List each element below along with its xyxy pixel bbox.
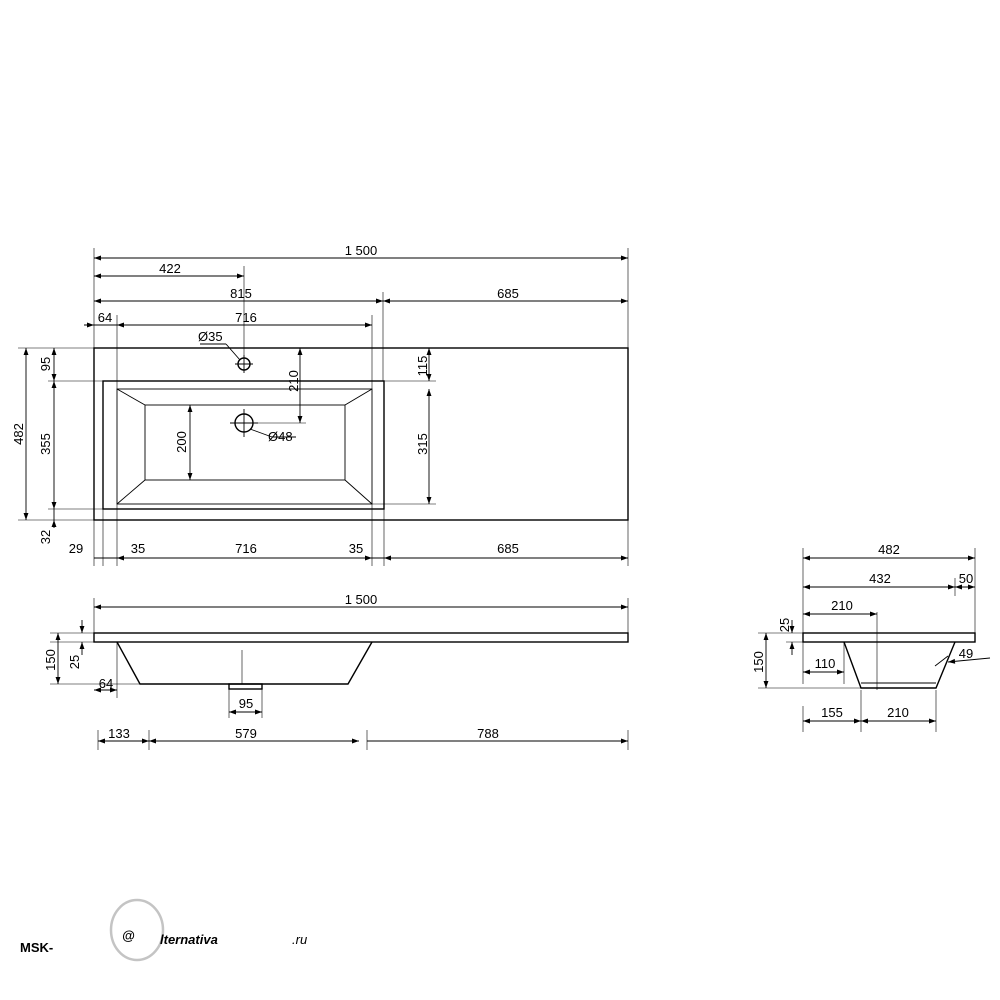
dim-front-150: 150 bbox=[43, 649, 58, 671]
dim-front-total: 1 500 bbox=[345, 592, 378, 607]
watermark-at: @ bbox=[122, 928, 135, 943]
dim-front-95: 95 bbox=[239, 696, 253, 711]
dim-top-716: 716 bbox=[235, 310, 257, 325]
dim-side-210-top: 210 bbox=[831, 598, 853, 613]
dim-bot-685: 685 bbox=[497, 541, 519, 556]
dim-side-210-bot: 210 bbox=[887, 705, 909, 720]
dim-bot-716: 716 bbox=[235, 541, 257, 556]
dim-right-115: 115 bbox=[415, 356, 430, 377]
dim-top-tap: 422 bbox=[159, 261, 181, 276]
front-view bbox=[93, 632, 629, 690]
dim-side-155: 155 bbox=[821, 705, 843, 720]
dim-left-32: 32 bbox=[38, 530, 53, 544]
dim-top-total: 1 500 bbox=[345, 243, 378, 258]
dim-front-579: 579 bbox=[235, 726, 257, 741]
dim-top-685: 685 bbox=[497, 286, 519, 301]
dim-left-482: 482 bbox=[11, 423, 26, 445]
dim-top-815: 815 bbox=[230, 286, 252, 301]
top-dimensions: 1 500 422 815 685 64 716 bbox=[84, 243, 628, 328]
watermark-prefix: MSK- bbox=[20, 940, 53, 955]
label-drain-hole: Ø48 bbox=[268, 429, 293, 444]
dim-drain-to-tap: 210 bbox=[286, 370, 301, 392]
top-bottom-dimensions: 29 35 716 35 685 bbox=[69, 504, 629, 566]
side-view bbox=[802, 612, 976, 690]
dim-side-110: 110 bbox=[815, 656, 836, 671]
dim-front-788: 788 bbox=[477, 726, 499, 741]
dim-bot-29: 29 bbox=[69, 541, 83, 556]
dim-bot-35-left: 35 bbox=[131, 541, 145, 556]
dim-side-25: 25 bbox=[777, 618, 792, 632]
side-dimensions: 482 432 50 210 150 25 110 49 155 210 bbox=[751, 542, 991, 732]
dim-front-64: 64 bbox=[99, 676, 113, 691]
dim-side-50: 50 bbox=[959, 571, 973, 586]
front-dimensions: 1 500 150 25 64 95 133 579 788 bbox=[43, 592, 629, 750]
dim-side-432: 432 bbox=[869, 571, 891, 586]
dim-left-95: 95 bbox=[38, 357, 53, 371]
dim-front-133: 133 bbox=[108, 726, 130, 741]
dim-inner-depth: 200 bbox=[174, 431, 189, 453]
dim-left-355: 355 bbox=[38, 433, 53, 455]
dim-right-315: 315 bbox=[415, 433, 430, 455]
label-tap-hole: Ø35 bbox=[198, 329, 223, 344]
dim-side-49: 49 bbox=[959, 646, 973, 661]
dim-bot-35-right: 35 bbox=[349, 541, 363, 556]
watermark-suffix: .ru bbox=[292, 932, 307, 947]
watermark-logo: MSK- @ lternativa .ru bbox=[20, 898, 307, 962]
top-view bbox=[93, 347, 629, 521]
dim-side-150: 150 bbox=[751, 651, 766, 673]
dim-top-64: 64 bbox=[98, 310, 112, 325]
watermark-word: lternativa bbox=[160, 932, 218, 947]
inner-dimensions: 210 200 115 315 bbox=[174, 347, 436, 505]
watermark-ring-icon bbox=[109, 898, 165, 962]
dim-side-482: 482 bbox=[878, 542, 900, 557]
dim-front-25: 25 bbox=[67, 655, 82, 669]
left-dimensions: 482 95 355 32 bbox=[11, 347, 103, 544]
hole-labels: Ø35 Ø48 bbox=[198, 329, 296, 444]
